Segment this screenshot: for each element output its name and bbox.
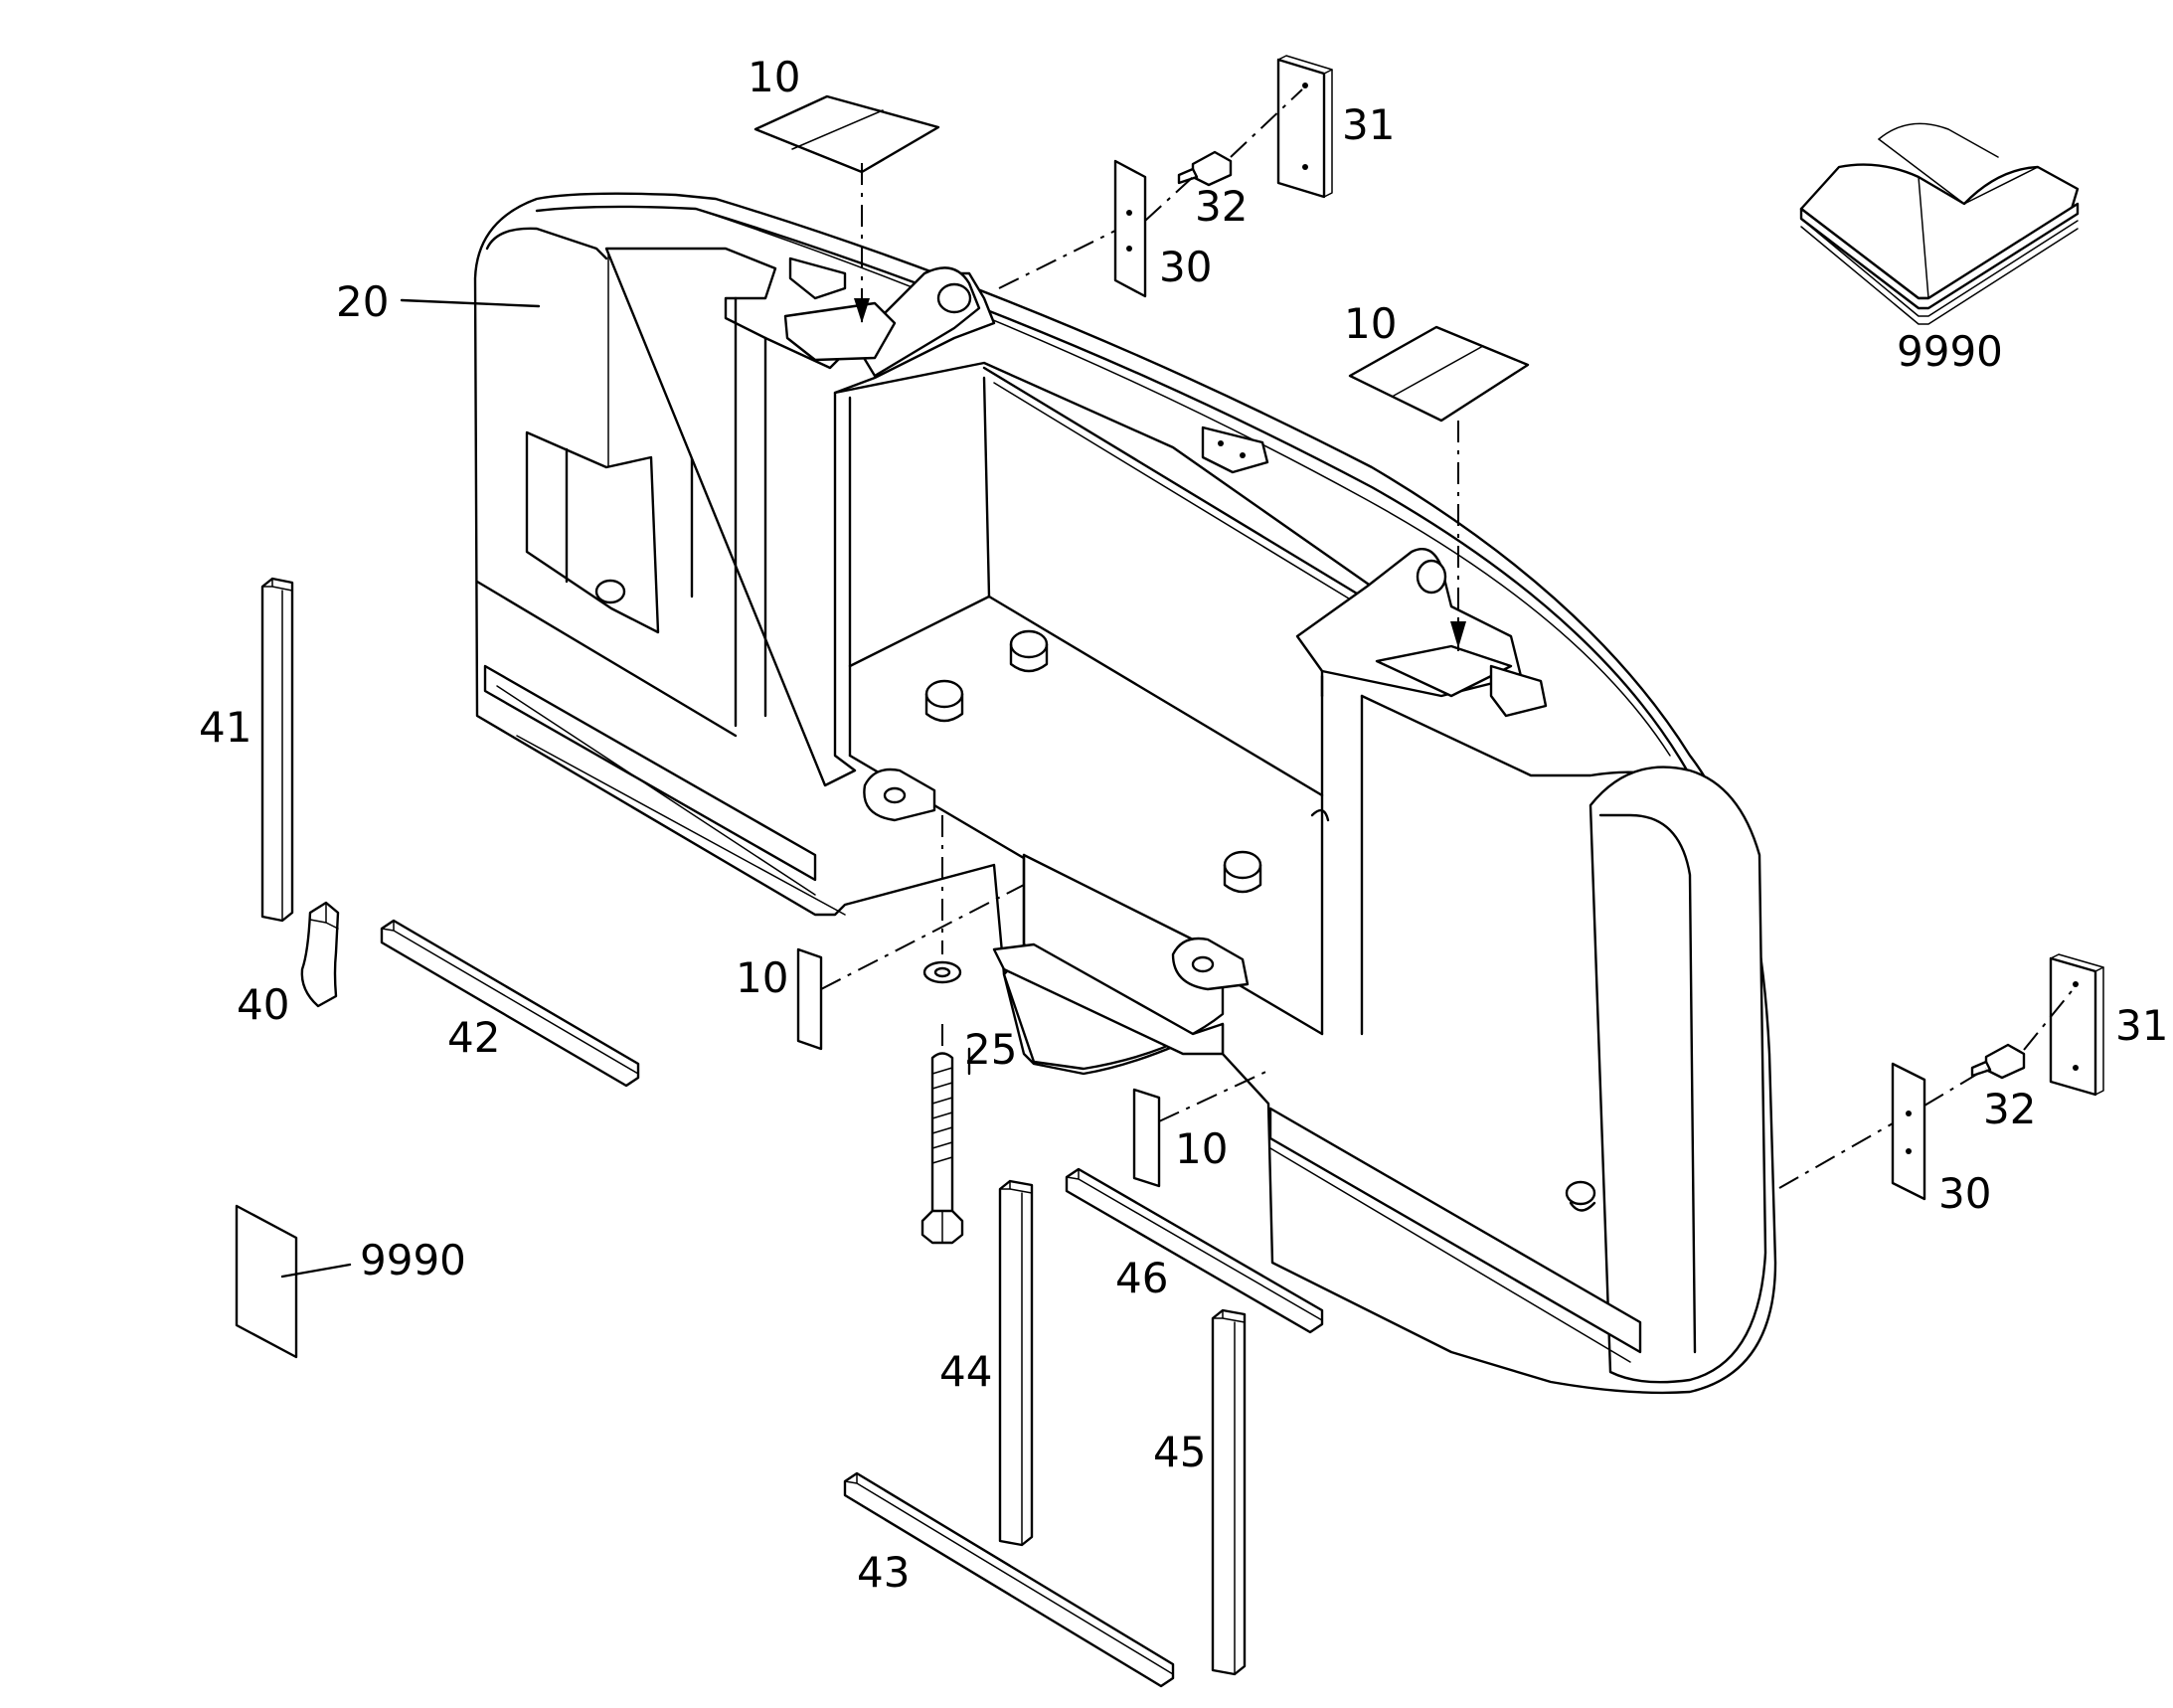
spacer-40	[300, 901, 340, 1008]
callout-32-right: 32	[1983, 1085, 2036, 1133]
bolt-25	[920, 815, 964, 1245]
callout-31-right: 31	[2115, 1001, 2168, 1050]
callout-9990-sheet: 9990	[360, 1236, 466, 1284]
callout-45: 45	[1153, 1428, 1206, 1476]
decal-10-front-right	[1132, 1068, 1273, 1188]
bar-41	[260, 577, 294, 923]
callout-30-top: 30	[1159, 243, 1212, 291]
callout-10-right: 10	[1344, 299, 1397, 348]
bar-42	[380, 919, 640, 1088]
counterweight-body	[473, 192, 1777, 1395]
bar-45	[1211, 1308, 1247, 1676]
callout-30-right: 30	[1938, 1169, 1991, 1218]
manual-sheet-icon	[235, 1204, 352, 1359]
callout-42: 42	[447, 1013, 500, 1062]
callout-44: 44	[939, 1347, 992, 1396]
mount-plates-top	[998, 55, 1333, 298]
callout-41: 41	[199, 703, 251, 752]
bar-46	[1065, 1167, 1324, 1334]
decal-10-top	[753, 94, 940, 328]
callout-10-front-left: 10	[736, 953, 788, 1002]
callout-43: 43	[857, 1548, 910, 1597]
decal-10-front-left	[796, 884, 1025, 1051]
manual-book-icon	[1799, 122, 2080, 325]
callout-25: 25	[964, 1025, 1017, 1074]
callout-31-top: 31	[1342, 100, 1395, 149]
bar-43	[843, 1471, 1175, 1688]
callout-32-top: 32	[1195, 182, 1248, 231]
callout-46: 46	[1115, 1254, 1168, 1302]
callout-10-top: 10	[748, 53, 800, 101]
mount-plates-right	[1778, 953, 2104, 1201]
callout-40: 40	[237, 980, 289, 1029]
decal-10-right	[1348, 325, 1530, 651]
bar-44	[998, 1179, 1034, 1547]
callout-labels: 10 10 10 10 20 25 30 30 31 31 32 32 40 4…	[199, 53, 2168, 1597]
callout-20: 20	[336, 277, 389, 326]
leader-lines	[400, 298, 971, 1076]
callout-9990-book: 9990	[1897, 327, 2003, 376]
callout-10-front-right: 10	[1175, 1124, 1228, 1173]
